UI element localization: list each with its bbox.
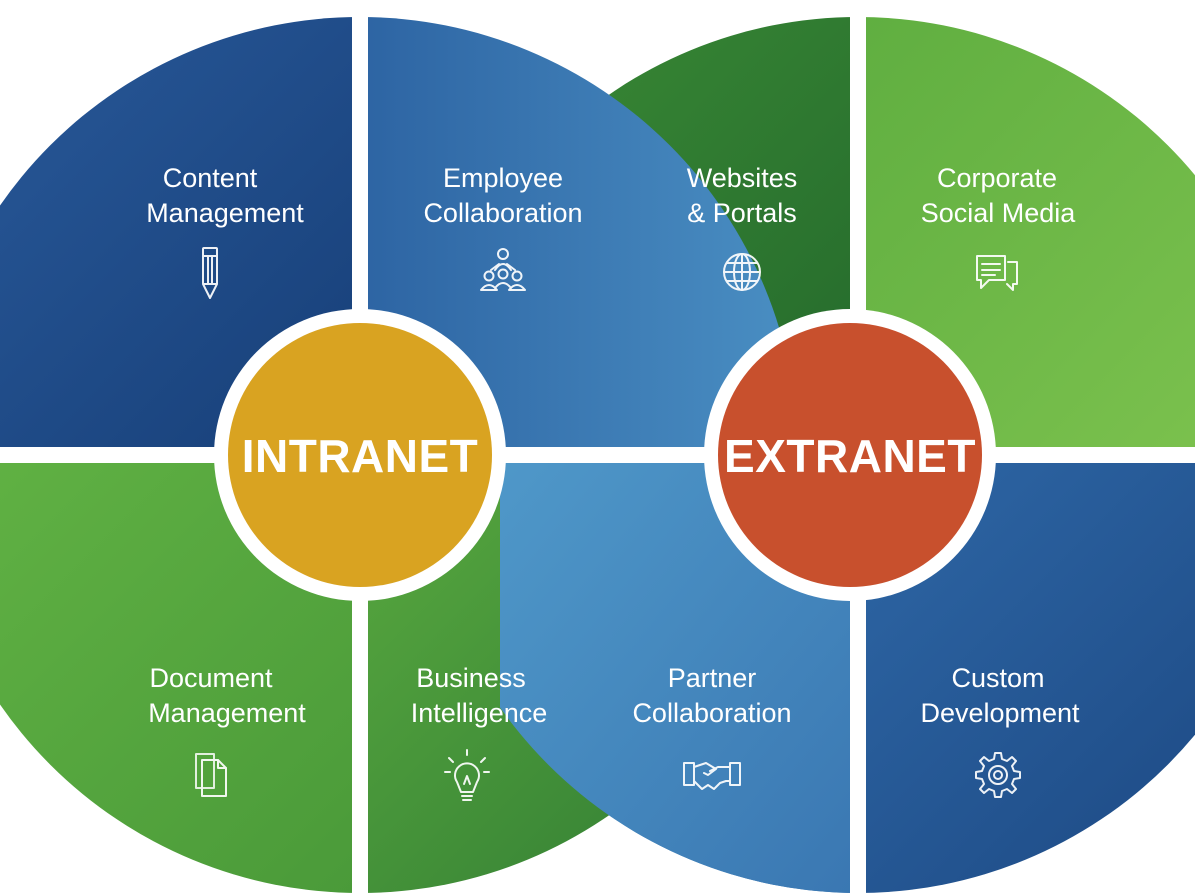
extranet-hub <box>718 323 982 587</box>
lightbulb-icon <box>444 749 490 801</box>
corporate-social-media-line2: Social Media <box>921 198 1077 228</box>
team-icon <box>480 248 526 291</box>
employee-collaboration-line1: Employee <box>443 163 563 193</box>
websites-portals-line1: Websites <box>687 163 798 193</box>
documents-icon <box>195 753 227 797</box>
chat-icon <box>976 255 1018 291</box>
extranet-label: EXTRANET <box>724 430 976 482</box>
custom-development-line2: Development <box>920 698 1080 728</box>
pencil-icon <box>202 247 218 299</box>
business-intelligence-line2: Intelligence <box>411 698 548 728</box>
intranet-hub <box>228 323 492 587</box>
employee-collaboration-line2: Collaboration <box>423 198 582 228</box>
globe-icon <box>723 253 761 291</box>
partner-collaboration-line1: Partner <box>668 663 757 693</box>
content-management-line1: Content <box>163 163 258 193</box>
document-management-line1: Document <box>149 663 273 693</box>
business-intelligence-line1: Business <box>416 663 526 693</box>
corporate-social-media-line1: Corporate <box>937 163 1057 193</box>
websites-portals-line2: & Portals <box>687 198 797 228</box>
handshake-icon <box>683 762 741 790</box>
document-management-line2: Management <box>148 698 306 728</box>
custom-development-line1: Custom <box>951 663 1044 693</box>
intranet-label: INTRANET <box>242 430 479 482</box>
content-management-line2: Management <box>146 198 304 228</box>
gear-icon <box>975 752 1021 798</box>
partner-collaboration-line2: Collaboration <box>632 698 791 728</box>
